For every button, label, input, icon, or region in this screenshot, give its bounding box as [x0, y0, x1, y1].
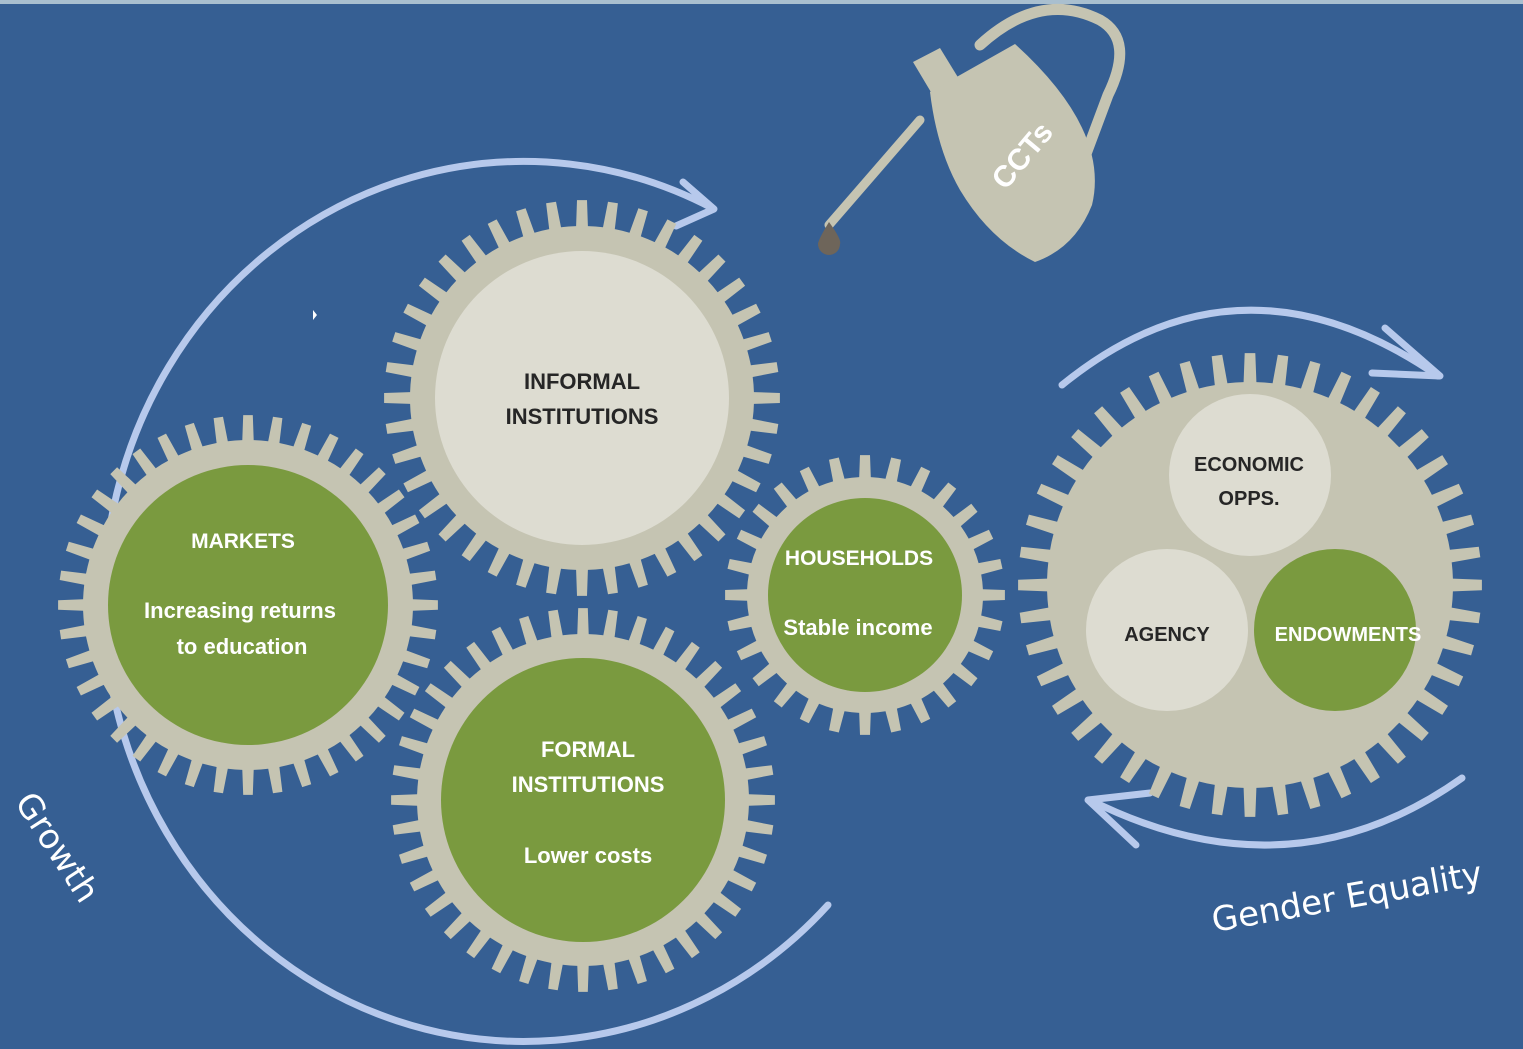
endowments-label: ENDOWMENTS — [1275, 624, 1422, 646]
formal-label-2: INSTITUTIONS — [512, 772, 665, 797]
oil-can-spout — [824, 115, 925, 230]
markets-core — [108, 465, 388, 745]
agency-circle — [1086, 549, 1248, 711]
households-core — [768, 498, 962, 692]
households-title: HOUSEHOLDS — [785, 547, 933, 570]
endowments-circle — [1254, 549, 1416, 711]
growth-label: Growth — [6, 785, 107, 910]
formal-label-3: Lower costs — [524, 843, 652, 868]
economic-opps-circle — [1169, 394, 1331, 556]
oil-drop — [818, 222, 841, 255]
markets-title: MARKETS — [191, 530, 295, 553]
economic-label-2: OPPS. — [1218, 488, 1279, 510]
markets-text-2: to education — [177, 634, 308, 659]
gender-cycle-top-arrow — [1058, 306, 1442, 389]
top-border — [0, 0, 1523, 4]
formal-institutions-core — [441, 658, 725, 942]
oil-can-handle — [974, 3, 1126, 176]
agency-label: AGENCY — [1124, 624, 1210, 646]
gender-cycle — [1058, 306, 1466, 849]
gender-cycle-bottom-arrow — [1086, 774, 1466, 849]
oil-can: CCTs — [818, 3, 1126, 262]
informal-institutions-core — [435, 251, 729, 545]
small-mark — [313, 310, 317, 320]
households-text: Stable income — [783, 615, 932, 640]
formal-label-1: FORMAL — [541, 737, 635, 762]
informal-label-2: INSTITUTIONS — [506, 404, 659, 429]
informal-label-1: INFORMAL — [524, 369, 640, 394]
markets-text-1: Increasing returns — [144, 598, 336, 623]
economic-label-1: ECONOMIC — [1194, 454, 1304, 476]
oil-can-body — [930, 44, 1095, 262]
gender-top-arrowhead — [1368, 324, 1444, 380]
gender-equality-label: Gender Equality — [1209, 854, 1486, 941]
growth-arrowhead — [672, 178, 718, 230]
gender-bottom-arrowhead — [1084, 789, 1154, 849]
